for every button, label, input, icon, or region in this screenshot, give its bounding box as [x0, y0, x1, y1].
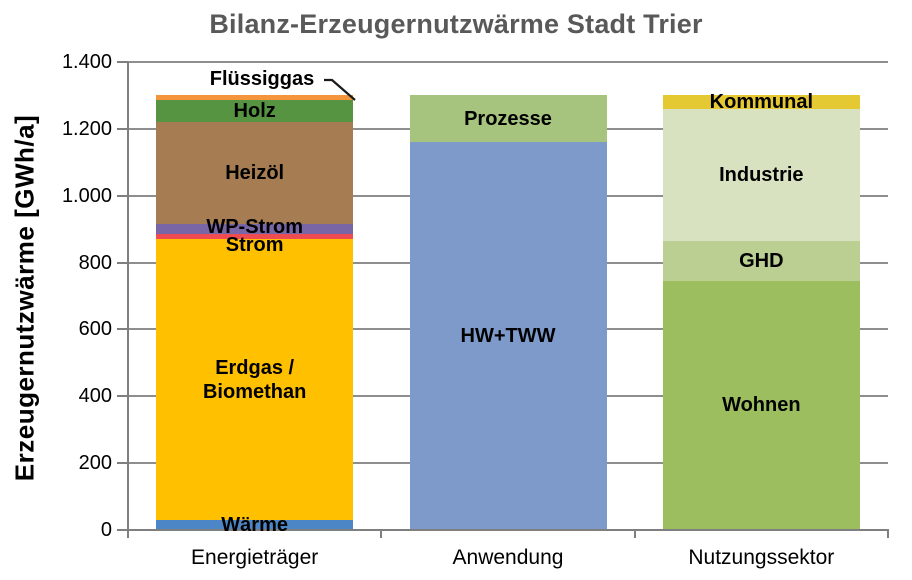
bar-nutzungssektor-segment-kommunal: [662, 95, 860, 109]
bar-energietraeger-segment-wp-strom: [156, 224, 354, 235]
bar-energietraeger-segment-strom: [156, 234, 354, 240]
bar-nutzungssektor-segment-ghd: [662, 240, 860, 281]
segment-label-prozesse: Prozesse: [464, 107, 552, 130]
segment-label-hw-tww: HW+TWW: [460, 325, 556, 348]
y-tick-label-200: 200: [78, 452, 112, 475]
y-axis-line: [127, 62, 129, 531]
x-tick-2: [633, 530, 636, 538]
segment-label-holz: Holz: [233, 100, 276, 123]
segment-label-industrie: Industrie: [719, 163, 804, 186]
y-tick-label-1000: 1.000: [61, 184, 112, 207]
segment-label-fluessiggas: Flüssiggas: [209, 68, 315, 90]
y-axis-title: Erzeugernutzwärme [GWh/a]: [9, 114, 40, 482]
y-tick-1200: [117, 127, 128, 130]
bar-energietraeger-segment-waerme: [156, 519, 354, 530]
segment-label-erdgas-biomethan: Erdgas / Biomethan: [202, 356, 307, 403]
y-tick-200: [117, 462, 128, 465]
bar-energietraeger-segment-erdgas-biomethan: [156, 239, 354, 520]
segment-label-wohnen: Wohnen: [722, 394, 801, 417]
bar-energietraeger-segment-heizoel: [156, 122, 354, 225]
y-tick-label-0: 0: [100, 519, 112, 541]
bar-nutzungssektor-segment-wohnen: [662, 280, 860, 530]
bar-anwendung-segment-prozesse: [409, 95, 607, 143]
chart-title: Bilanz-Erzeugernutzwärme Stadt Trier: [209, 9, 703, 39]
bar-energietraeger-segment-holz: [156, 100, 354, 123]
y-tick-label-1200: 1.200: [61, 117, 112, 140]
y-tick-600: [117, 328, 128, 331]
x-tick-1: [380, 530, 383, 538]
bar-anwendung-segment-hw-tww: [409, 142, 607, 530]
x-axis-line: [127, 529, 889, 531]
gridline-1400: [128, 61, 888, 63]
segment-label-strom: Strom: [225, 233, 284, 256]
y-tick-1400: [117, 61, 128, 63]
category-label-energietraeger: Energieträger: [191, 546, 319, 569]
bar-nutzungssektor-segment-industrie: [662, 108, 860, 241]
category-label-nutzungssektor: Nutzungssektor: [688, 546, 835, 569]
y-tick-1000: [117, 194, 128, 197]
segment-label-wp-strom: WP-Strom: [206, 216, 303, 239]
segment-label-heizoel: Heizöl: [225, 162, 285, 185]
x-tick-0: [127, 530, 129, 538]
x-tick-3: [887, 530, 889, 538]
y-tick-label-400: 400: [78, 385, 112, 408]
segment-label-kommunal: Kommunal: [709, 91, 813, 114]
y-tick-label-600: 600: [78, 318, 112, 341]
segment-label-ghd: GHD: [739, 249, 784, 272]
y-tick-label-1400: 1.400: [61, 51, 112, 73]
y-tick-label-800: 800: [78, 251, 112, 274]
y-tick-0: [117, 529, 128, 531]
segment-label-waerme: Wärme: [221, 513, 288, 536]
bar-energietraeger-segment-fluessiggas: [156, 95, 354, 101]
category-label-anwendung: Anwendung: [452, 546, 564, 569]
y-tick-400: [117, 395, 128, 398]
y-tick-800: [117, 261, 128, 264]
